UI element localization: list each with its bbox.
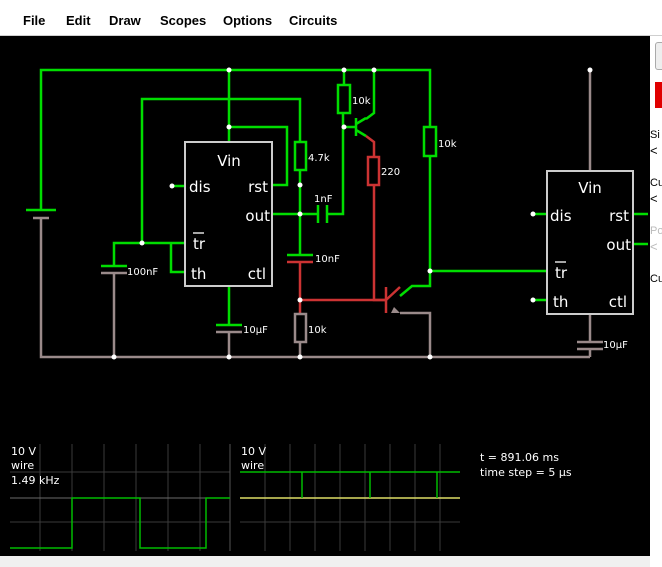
menu-circuits[interactable]: Circuits xyxy=(289,13,338,28)
chip2-tr: tr xyxy=(555,264,568,282)
scope-1[interactable]: 10 V wire 1.49 kHz xyxy=(10,444,231,551)
circuit-canvas[interactable]: Vin dis rst out tr th ctl Vin dis rst ou… xyxy=(0,36,650,556)
timer-chip-2[interactable]: Vin dis rst out tr th ctl xyxy=(546,170,634,315)
chip1-tr: tr xyxy=(193,235,206,253)
panel-label-simulation-speed: Si xyxy=(650,129,660,141)
resistor-10k-bottom[interactable] xyxy=(293,312,308,344)
label-c-10uF-2: 10µF xyxy=(603,340,628,351)
label-c-10uF-1: 10µF xyxy=(243,325,268,336)
chip1-out: out xyxy=(245,207,270,225)
bottom-strip xyxy=(0,556,650,567)
slider-left-arrow-icon[interactable]: < xyxy=(650,239,658,254)
menu-draw[interactable]: Draw xyxy=(109,13,141,28)
chip1-ctl: ctl xyxy=(248,265,266,283)
resistor-10k-right[interactable] xyxy=(422,125,438,158)
gray-wires xyxy=(39,70,592,359)
capacitor-1nF[interactable] xyxy=(316,205,329,223)
label-c-10nF: 10nF xyxy=(315,254,340,265)
transistor-emitter-arrow xyxy=(391,307,400,313)
chip1-dis: dis xyxy=(189,178,211,196)
chip2-out: out xyxy=(606,236,631,254)
menu-bar: File Edit Draw Scopes Options Circuits xyxy=(0,0,662,36)
scope2-voltage: 10 V xyxy=(241,445,266,458)
label-r-10k-right: 10k xyxy=(438,139,457,150)
panel-label-current-speed: Cu xyxy=(650,177,662,189)
timer-chip-1[interactable]: Vin dis rst out tr th ctl xyxy=(184,141,273,287)
menu-options[interactable]: Options xyxy=(223,13,273,28)
scope2-signal: wire xyxy=(241,459,264,472)
scope-2[interactable]: 10 V wire xyxy=(240,444,460,551)
green-wires xyxy=(39,68,648,325)
menu-file[interactable]: File xyxy=(23,13,46,28)
label-c-100nF: 100nF xyxy=(127,267,158,278)
label-r-220: 220 xyxy=(381,167,400,178)
sim-timestep: time step = 5 µs xyxy=(480,466,572,479)
panel-label-power-brightness: Po xyxy=(650,225,662,237)
chip1-rst: rst xyxy=(248,178,268,196)
slider-left-arrow-icon[interactable]: < xyxy=(650,191,658,206)
chip1-th: th xyxy=(191,265,206,283)
menu-edit[interactable]: Edit xyxy=(66,13,91,28)
scope1-voltage: 10 V xyxy=(11,445,36,458)
resistor-10k-top[interactable] xyxy=(336,83,352,115)
chip2-rst: rst xyxy=(609,207,629,225)
chip2-ctl: ctl xyxy=(609,293,627,311)
red-wires xyxy=(298,135,401,314)
transistor-pnp[interactable] xyxy=(354,116,367,138)
scope1-signal: wire xyxy=(11,459,34,472)
scope1-freq: 1.49 kHz xyxy=(11,474,60,487)
right-control-panel: Si < Cu < Po < Cu xyxy=(650,36,662,567)
resistor-4-7k[interactable] xyxy=(293,140,308,172)
sim-time: t = 891.06 ms xyxy=(480,451,559,464)
menu-scopes[interactable]: Scopes xyxy=(160,13,207,28)
chip2-title: Vin xyxy=(578,179,602,197)
label-r-10k-top: 10k xyxy=(352,96,371,107)
reset-button[interactable] xyxy=(655,42,662,70)
slider-left-arrow-icon[interactable]: < xyxy=(650,143,658,158)
run-stop-button[interactable] xyxy=(655,82,662,108)
panel-label-current-circuit: Cu xyxy=(650,273,662,285)
label-r-10k-bottom: 10k xyxy=(308,325,327,336)
chip1-title: Vin xyxy=(217,152,241,170)
label-r-4-7k: 4.7k xyxy=(308,153,330,164)
resistor-220[interactable] xyxy=(366,155,381,187)
junction-dots xyxy=(111,67,593,360)
chip2-dis: dis xyxy=(550,207,572,225)
label-c-1nF: 1nF xyxy=(314,194,333,205)
chip2-th: th xyxy=(553,293,568,311)
